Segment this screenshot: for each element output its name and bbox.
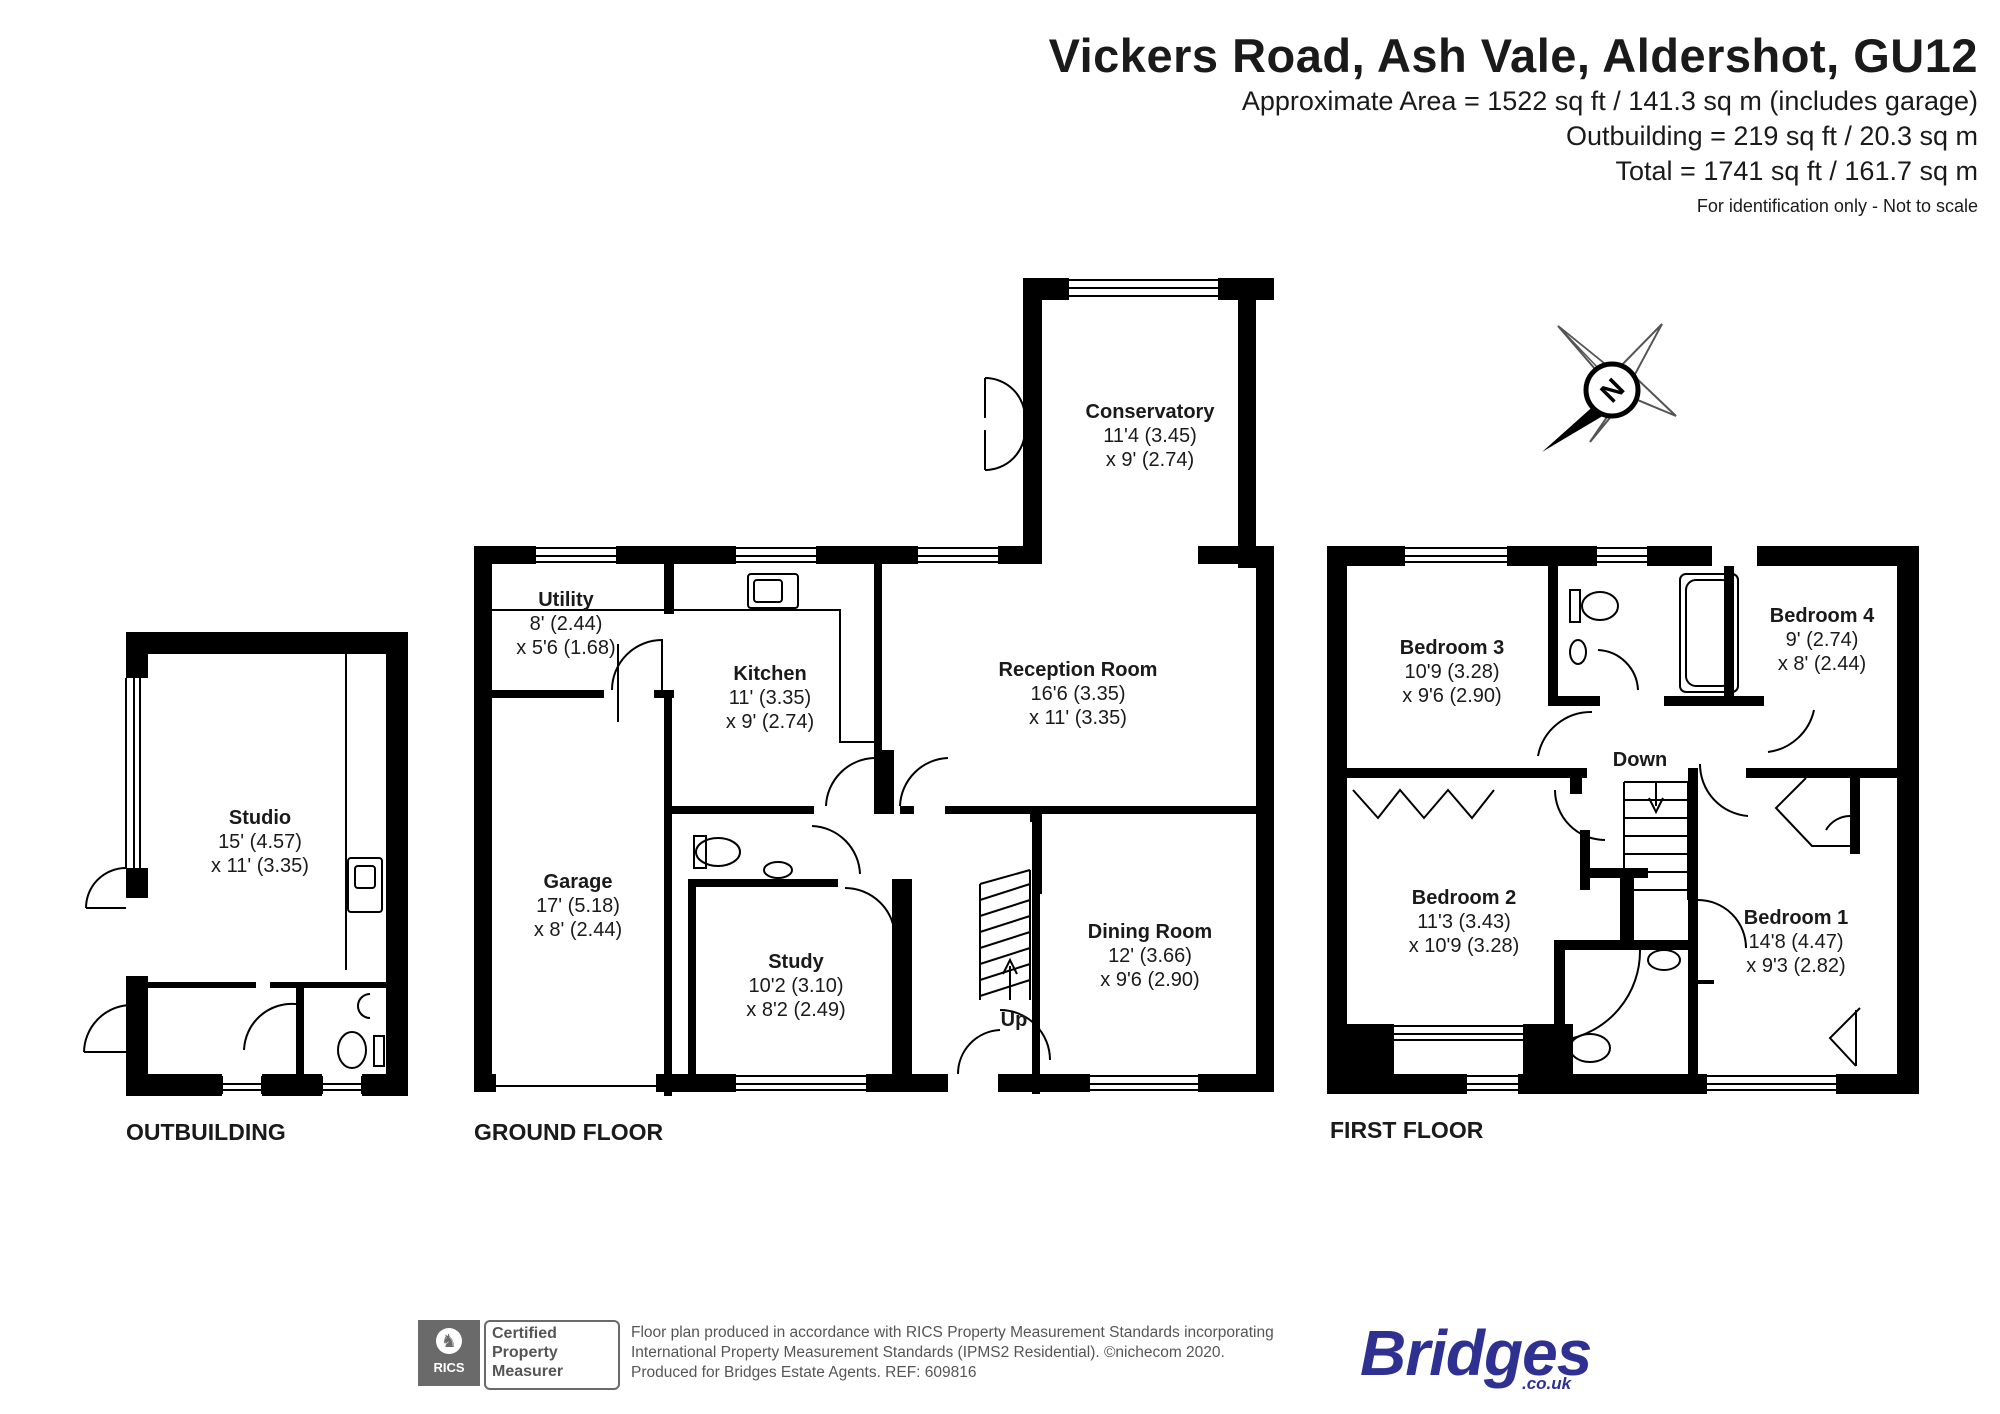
kitchen-dim2: x 9' (2.74) [726,711,814,733]
badge-line-2: Property [492,1344,558,1361]
studio-label: Studio [229,807,291,829]
reception-dim2: x 11' (3.35) [1029,707,1127,729]
study-label: Study [768,951,824,973]
disclaimer: For identification only - Not to scale [1696,196,1978,216]
bedroom3-label: Bedroom 3 [1400,637,1504,659]
badge-line-3: Measurer [492,1363,564,1380]
bedroom1-label: Bedroom 1 [1744,907,1848,929]
garage-dim2: x 8' (2.44) [534,919,622,941]
conservatory-dim2: x 9' (2.74) [1106,449,1194,471]
dining-dim2: x 9'6 (2.90) [1100,969,1199,991]
lion-icon: ♞ [436,1328,462,1354]
utility-dim1: 8' (2.44) [530,613,603,635]
header: Vickers Road, Ash Vale, Aldershot, GU12 … [1049,28,1978,223]
rics-certification: ♞ RICS Certified Property Measurer [418,1320,620,1390]
approximate-area: Approximate Area = 1522 sq ft / 141.3 sq… [1241,86,1978,116]
bedroom2-label: Bedroom 2 [1412,887,1516,909]
studio-dim2: x 11' (3.35) [211,855,309,877]
fixtures [83,377,1861,1087]
bedroom1-dim1: 14'8 (4.47) [1749,931,1844,953]
brand-domain: .co.uk [1522,1374,1572,1393]
page-title: Vickers Road, Ash Vale, Aldershot, GU12 [1048,29,1978,82]
dining-label: Dining Room [1088,921,1212,943]
rics-word: RICS [433,1360,465,1375]
dining-dim1: 12' (3.66) [1108,945,1192,967]
brand-logo: Bridges .co.uk [1360,1306,1600,1396]
floor-label-outbuilding: OUTBUILDING [126,1119,286,1145]
stairs-down-label: Down [1613,749,1667,771]
garage-label: Garage [544,871,613,893]
bedroom2-dim2: x 10'9 (3.28) [1409,935,1520,957]
floor-label-ground: GROUND FLOOR [474,1119,663,1145]
bedroom2-dim1: 11'3 (3.43) [1417,911,1511,933]
study-dim2: x 8'2 (2.49) [746,999,845,1021]
reception-dim1: 16'6 (3.35) [1031,683,1126,705]
study-dim1: 10'2 (3.10) [749,975,844,997]
compass-icon [1542,323,1677,452]
footer-line-3: Produced for Bridges Estate Agents. REF:… [631,1364,977,1381]
utility-label: Utility [538,589,594,611]
footer-notes: Floor plan produced in accordance with R… [631,1323,1274,1383]
conservatory-dim1: 11'4 (3.45) [1103,425,1197,447]
bedroom3-dim2: x 9'6 (2.90) [1402,685,1501,707]
bedroom4-label: Bedroom 4 [1770,605,1875,627]
conservatory-label: Conservatory [1086,401,1216,423]
bedroom4-dim2: x 8' (2.44) [1778,653,1866,675]
rics-logo: ♞ RICS [418,1320,480,1386]
outbuilding-area: Outbuilding = 219 sq ft / 20.3 sq m [1565,121,1978,151]
walls [126,278,1919,1096]
utility-dim2: x 5'6 (1.68) [516,637,615,659]
footer-line-2: International Property Measurement Stand… [631,1344,1225,1361]
reception-label: Reception Room [999,659,1158,681]
kitchen-label: Kitchen [733,663,806,685]
garage-dim1: 17' (5.18) [536,895,620,917]
bedroom3-dim1: 10'9 (3.28) [1405,661,1500,683]
floor-label-first: FIRST FLOOR [1330,1117,1484,1143]
badge-line-1: Certified [492,1325,557,1342]
bedroom1-dim2: x 9'3 (2.82) [1746,955,1845,977]
bedroom4-dim1: 9' (2.74) [1786,629,1859,651]
windows [125,279,1861,1094]
kitchen-dim1: 11' (3.35) [729,687,811,709]
stairs-up-label: Up [1001,1009,1028,1031]
studio-dim1: 15' (4.57) [218,831,302,853]
total-area: Total = 1741 sq ft / 161.7 sq m [1615,156,1978,186]
certified-badge: Certified Property Measurer [484,1320,620,1390]
footer-line-1: Floor plan produced in accordance with R… [631,1324,1274,1341]
brand-name: Bridges [1360,1317,1592,1389]
